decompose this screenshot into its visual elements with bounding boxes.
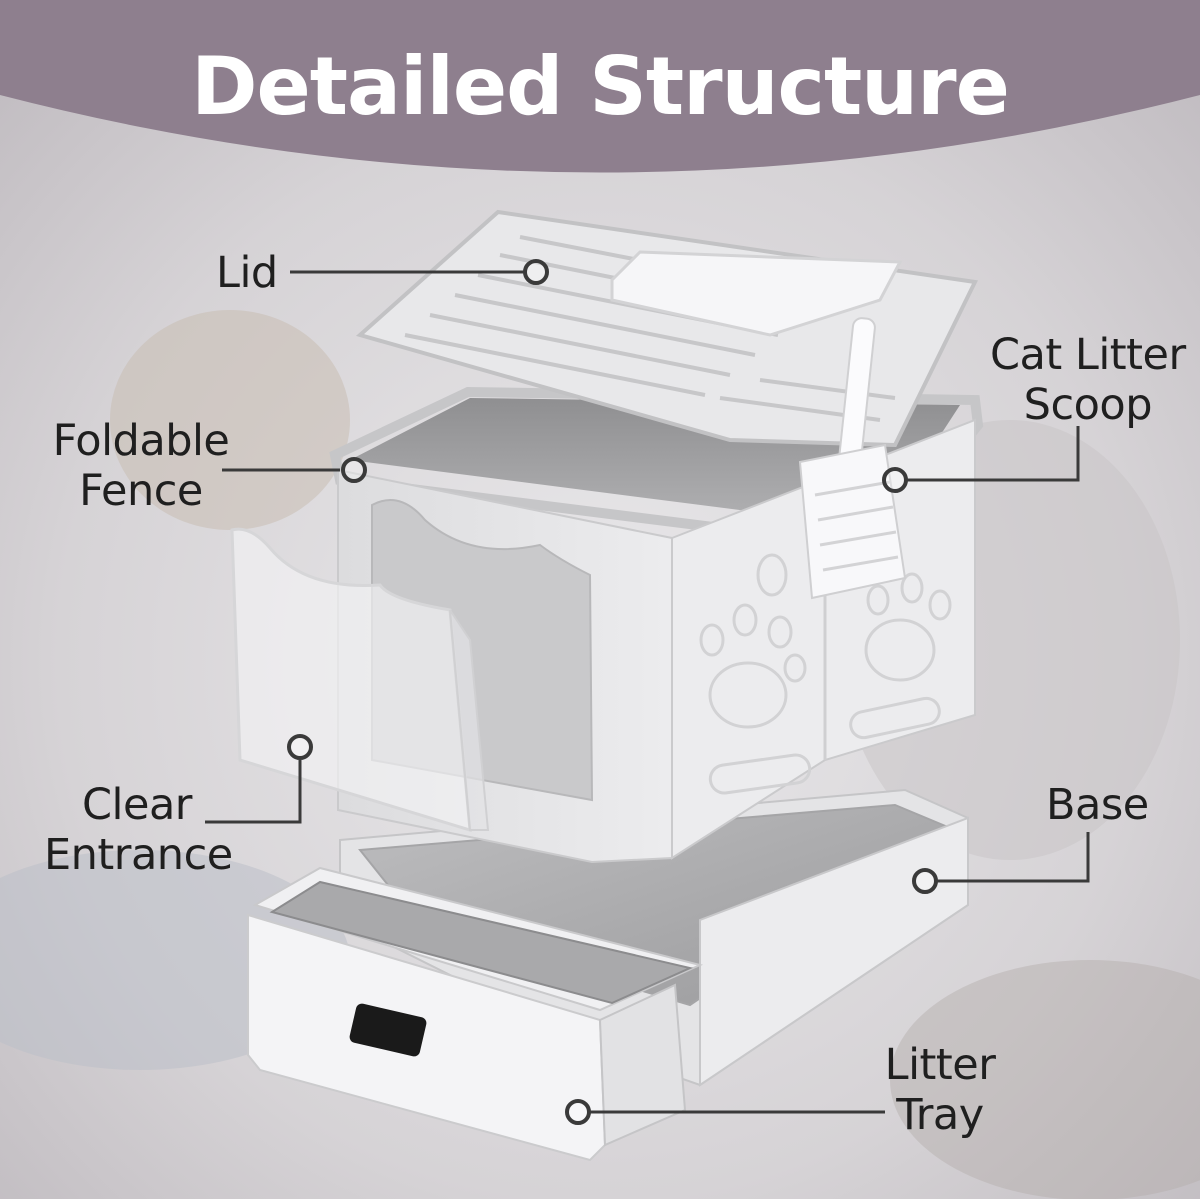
tray-handle	[349, 1003, 427, 1057]
label-clear-entrance: Clear Entrance	[44, 780, 233, 880]
background-floor-blur	[890, 960, 1200, 1199]
leader-lines	[205, 259, 1090, 1125]
label-tray-line-2: Tray	[896, 1090, 984, 1140]
label-fence-line-2: Fence	[79, 466, 203, 516]
label-scoop-line-1: Cat Litter	[990, 330, 1186, 380]
label-tray-line-1: Litter	[884, 1040, 996, 1090]
label-entrance-line-1: Clear	[82, 780, 192, 830]
label-lid: Lid	[216, 248, 278, 298]
page-title: Detailed Structure	[191, 40, 1010, 133]
lid	[355, 209, 979, 448]
label-lid-text: Lid	[216, 248, 278, 298]
label-foldable-fence: Foldable Fence	[46, 416, 236, 516]
entrance-marker	[287, 734, 313, 760]
label-fence-line-1: Foldable	[52, 416, 230, 466]
label-cat-litter-scoop: Cat Litter Scoop	[990, 330, 1186, 430]
lid-marker	[523, 259, 549, 285]
label-base-text: Base	[1046, 780, 1149, 830]
tray-marker	[565, 1099, 591, 1125]
scoop-leader	[906, 426, 1080, 482]
cat-litter-scoop	[798, 317, 907, 600]
scoop-marker	[882, 467, 908, 493]
entrance-leader	[205, 760, 302, 824]
label-entrance-line-2: Entrance	[44, 830, 233, 880]
base-marker	[912, 868, 938, 894]
background-cat-blur	[110, 310, 350, 530]
paw-print-decoration	[699, 553, 952, 795]
title-banner	[0, 0, 1200, 173]
base-leader	[937, 832, 1090, 883]
label-litter-tray: Litter Tray	[880, 1040, 1000, 1140]
base	[339, 788, 969, 1087]
fence-marker	[341, 457, 367, 483]
lid-window	[610, 250, 903, 337]
label-scoop-line-2: Scoop	[1023, 380, 1153, 430]
label-base: Base	[1046, 780, 1149, 830]
litter-tray	[247, 866, 704, 1162]
